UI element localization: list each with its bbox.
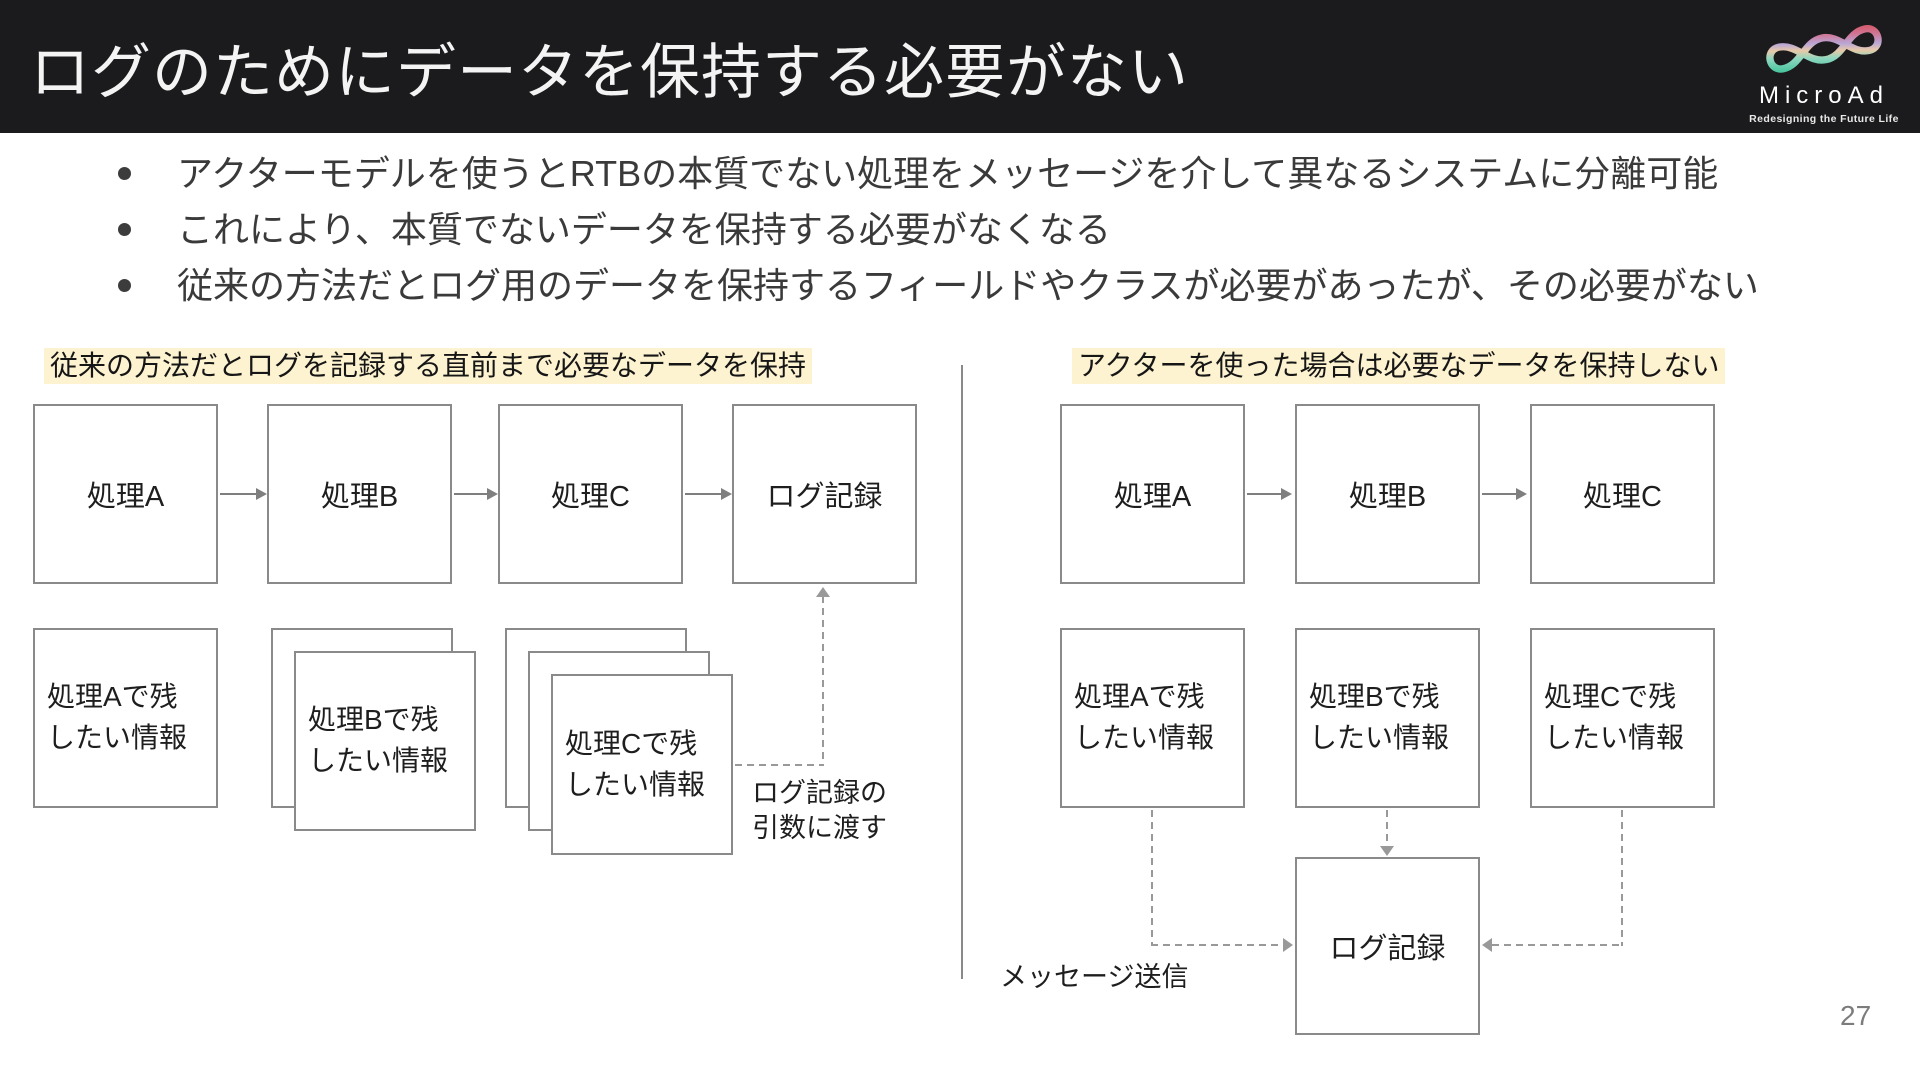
- bullet-dot-icon: [118, 167, 131, 180]
- bullet-list: アクターモデルを使うとRTBの本質でない処理をメッセージを介して異なるシステムに…: [118, 152, 1838, 320]
- flow-arrow: [1247, 493, 1283, 495]
- flow-arrowhead-icon: [256, 488, 267, 500]
- right-flow-box-b: 処理B: [1295, 404, 1480, 584]
- left-flow-box-log: ログ記録: [732, 404, 917, 584]
- right-diagram-annotation: メッセージ送信: [1000, 962, 1189, 992]
- logo-tagline: Redesigning the Future Life: [1749, 113, 1899, 125]
- dashed-connector: [1492, 944, 1623, 946]
- bullet-dot-icon: [118, 222, 131, 236]
- page-number: 27: [1840, 1000, 1872, 1031]
- left-diagram-heading: 従来の方法だとログを記録する直前まで必要なデータを保持: [44, 348, 813, 385]
- right-info-box-c: 処理Cで残したい情報: [1530, 628, 1715, 808]
- page-title: ログのためにデータを保持する必要がない: [30, 39, 1189, 106]
- dashed-connector: [1151, 944, 1283, 946]
- bullet-item: これにより、本質でないデータを保持する必要がなくなる: [118, 208, 1838, 252]
- bullet-item: 従来の方法だとログ用のデータを保持するフィールドやクラスが必要があったが、その必…: [118, 264, 1838, 308]
- dashed-arrowhead-down-icon: [1380, 846, 1394, 856]
- title-bar: ログのためにデータを保持する必要がない MicroAd Redesigning …: [0, 0, 1920, 133]
- right-flow-box-c: 処理C: [1530, 404, 1715, 584]
- flow-arrowhead-icon: [721, 488, 732, 500]
- flow-arrow: [220, 493, 258, 495]
- right-flow-box-a: 処理A: [1060, 404, 1245, 584]
- dashed-connector: [1386, 810, 1388, 848]
- flow-arrowhead-icon: [487, 488, 498, 500]
- right-info-box-b: 処理Bで残したい情報: [1295, 628, 1480, 808]
- dashed-arrowhead-right-icon: [1283, 938, 1293, 952]
- dashed-connector: [822, 596, 824, 766]
- divider-line: [961, 365, 963, 979]
- flow-arrowhead-icon: [1281, 488, 1292, 500]
- bullet-text: アクターモデルを使うとRTBの本質でない処理をメッセージを介して異なるシステムに…: [177, 153, 1719, 194]
- left-flow-box-b: 処理B: [267, 404, 452, 584]
- left-info-box-b: 処理Bで残したい情報: [294, 651, 476, 831]
- dashed-arrowhead-left-icon: [1482, 938, 1492, 952]
- left-flow-box-a: 処理A: [33, 404, 218, 584]
- left-flow-box-c: 処理C: [498, 404, 683, 584]
- left-diagram-annotation: ログ記録の引数に渡す: [752, 778, 887, 844]
- flow-arrowhead-icon: [1516, 488, 1527, 500]
- dashed-connector: [1621, 810, 1623, 946]
- logo-wordmark: MicroAd: [1758, 82, 1890, 109]
- flow-arrow: [454, 493, 490, 495]
- right-log-box: ログ記録: [1295, 857, 1480, 1035]
- microad-logo: MicroAd Redesigning the Future Life: [1738, 10, 1910, 125]
- left-info-box-a: 処理Aで残したい情報: [33, 628, 218, 808]
- dashed-connector: [1151, 810, 1153, 946]
- dashed-arrowhead-up-icon: [816, 587, 830, 597]
- bullet-dot-icon: [118, 278, 131, 292]
- bullet-text: これにより、本質でないデータを保持する必要がなくなる: [177, 208, 1111, 250]
- bullet-text: 従来の方法だとログ用のデータを保持するフィールドやクラスが必要があったが、その必…: [177, 264, 1759, 306]
- bullet-item: アクターモデルを使うとRTBの本質でない処理をメッセージを介して異なるシステムに…: [118, 152, 1838, 196]
- dashed-connector: [735, 764, 823, 766]
- flow-arrow: [1482, 493, 1518, 495]
- logo-infinity-icon: [1766, 25, 1882, 73]
- right-diagram-heading: アクターを使った場合は必要なデータを保持しない: [1072, 348, 1726, 385]
- left-info-box-c: 処理Cで残したい情報: [551, 674, 733, 855]
- right-info-box-a: 処理Aで残したい情報: [1060, 628, 1245, 808]
- flow-arrow: [685, 493, 723, 495]
